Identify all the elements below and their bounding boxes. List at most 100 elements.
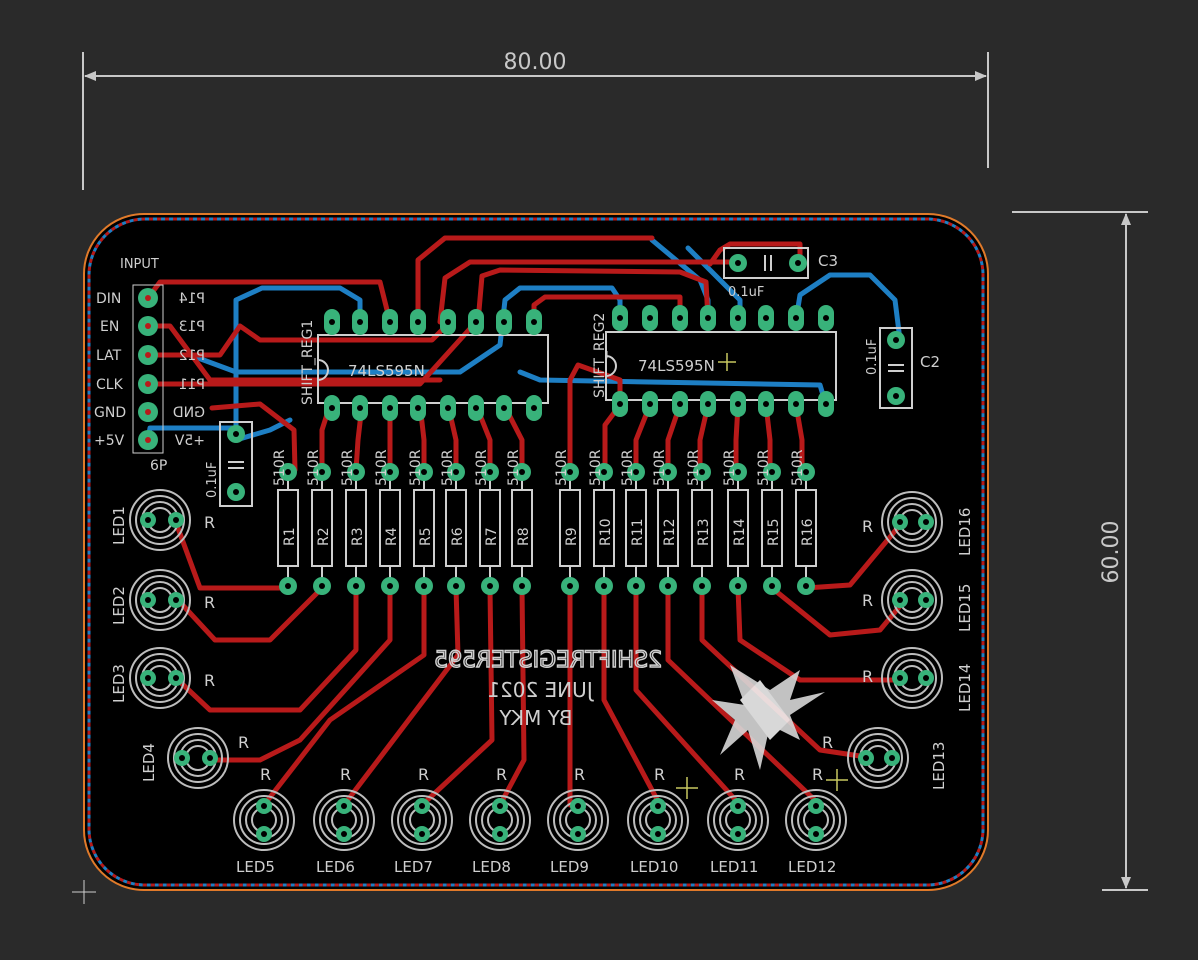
shift-register-2-name: SHIFT_REG2 [592, 313, 608, 398]
resistor-body [691, 489, 713, 567]
ic1-pin-hole [387, 405, 393, 411]
led-resistor-marker: R [812, 765, 823, 784]
pin-label-lat: LAT [96, 348, 122, 364]
pin-label-5v: +5V [94, 433, 125, 449]
resistor-pad-hole [633, 469, 639, 475]
capacitor-c2-name: C2 [920, 353, 940, 371]
led-led11[interactable]: LED11 R [707, 765, 769, 876]
width-dimension-label: 80.00 [504, 50, 567, 75]
shift-register-2[interactable]: SHIFT_REG2 74LS595N [592, 305, 837, 417]
led-pad-hole [813, 803, 819, 809]
led-resistor-marker: R [496, 765, 507, 784]
ic2-pin-hole [793, 315, 799, 321]
capacitor-c1[interactable]: 0.1uF [205, 421, 253, 507]
led-pad-hole [889, 755, 895, 761]
mirrored-pin-label-p14: P14 [179, 291, 205, 307]
resistor-pad-hole [769, 469, 775, 475]
led-outline [633, 795, 683, 845]
ic1-pin-hole [387, 319, 393, 325]
led-resistor-marker: R [238, 733, 249, 752]
resistor-pad-hole [421, 469, 427, 475]
resistor-name: R9 [564, 527, 580, 546]
resistor-body [311, 489, 333, 567]
led-pad-hole [145, 517, 151, 523]
led-label: LED3 [110, 664, 128, 703]
width-dimension[interactable]: 80.00 [82, 50, 989, 190]
capacitor-c3[interactable]: C3 0.1uF [723, 247, 838, 300]
capacitor-c3-value: 0.1uF [728, 285, 764, 300]
led-resistor-marker: R [574, 765, 585, 784]
led-led13[interactable]: LED13 R [822, 727, 948, 790]
ic2-pin-hole [617, 401, 623, 407]
led-resistor-marker: R [822, 733, 833, 752]
led-label: LED1 [110, 506, 128, 545]
ic2-pin-hole [617, 315, 623, 321]
ic1-pin-hole [531, 405, 537, 411]
resistor-body [511, 489, 533, 567]
resistor-pad-hole [601, 583, 607, 589]
pin-label-gnd: GND [94, 405, 126, 421]
crosshair-marker [676, 353, 848, 799]
led-pad-hole [261, 803, 267, 809]
input-connector[interactable]: INPUT 6P DIN EN LAT CLK GND +5V P14 P13 … [94, 257, 205, 474]
shift-register-1[interactable]: SHIFT_REG1 74LS595N [300, 309, 549, 421]
led-outline [391, 789, 453, 851]
ic2-pin-hole [823, 401, 829, 407]
led-label: LED11 [710, 858, 758, 876]
led-resistor-marker: R [734, 765, 745, 784]
resistor-body [593, 489, 615, 567]
resistor-pad-hole [699, 469, 705, 475]
pin-label-clk: CLK [96, 377, 124, 393]
ic2-pin-hole [763, 401, 769, 407]
resistor-pad-hole [319, 583, 325, 589]
led-resistor-marker: R [260, 765, 271, 784]
led-pad-hole [497, 803, 503, 809]
ic2-pin-hole [705, 401, 711, 407]
resistor-pad-hole [387, 469, 393, 475]
led-pad-hole [261, 831, 267, 837]
shift-register-1-value: 74LS595N [348, 362, 425, 380]
led-pad-hole [923, 519, 929, 525]
resistor-pad-hole [421, 583, 427, 589]
led-pad-hole [655, 831, 661, 837]
led-outline [881, 491, 943, 553]
board-text: 2SHIFTREGISTER595 JUNE 2021 BY MKY [433, 647, 663, 730]
led-label: LED7 [394, 858, 433, 876]
capacitor-c2[interactable]: C2 0.1uF [865, 327, 940, 409]
resistor-pad-hole [567, 583, 573, 589]
led-label: LED13 [930, 742, 948, 790]
height-dimension[interactable]: 60.00 [1012, 211, 1148, 891]
led-outline [129, 647, 191, 709]
